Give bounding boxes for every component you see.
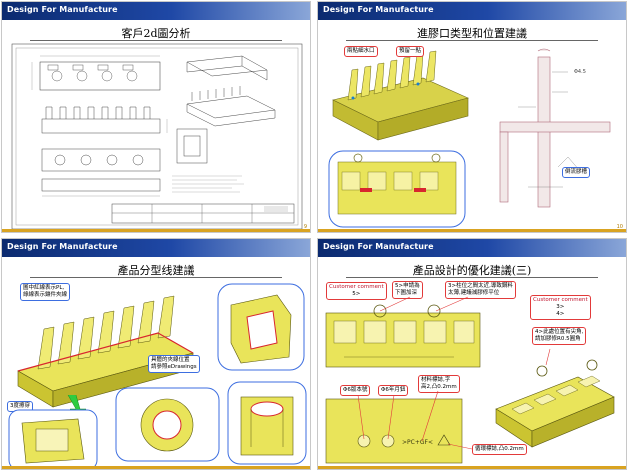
callout-customer-comment-2: Customer comment 3> 4> — [530, 295, 591, 320]
detail-view-square — [8, 409, 98, 469]
header-text: Design For Manufacture — [7, 5, 118, 14]
customer-comment-note: 3> 4> — [556, 303, 565, 317]
slide-title: 進膠口类型和位置建議 — [417, 27, 527, 40]
part-3d-view — [332, 50, 469, 141]
customer-comment-label: Customer comment — [329, 284, 384, 290]
callout-sharp-corner: 4>此處位置有尖角, 請加膠修R0.5圓角 — [532, 327, 587, 345]
part-marking-view: >PC+GF< — [325, 398, 463, 464]
callout-customer-comment-1: Customer comment 5> — [326, 282, 387, 300]
title-rule — [30, 40, 282, 41]
slide-2d-analysis: Design For Manufacture 客戶2d圖分析 — [1, 1, 311, 233]
callout-pl-legend: 圖中紅線表示PL, 綠線表示鑲件夾線 — [20, 283, 71, 301]
detail-view-cylinder — [227, 381, 307, 465]
callout-deepen: 5>申請為 下圖加深 — [392, 281, 423, 299]
slide-header: Design For Manufacture — [318, 2, 626, 20]
header-text: Design For Manufacture — [323, 5, 434, 14]
svg-text:>PC+GF<: >PC+GF< — [402, 439, 433, 446]
callout-date-wheel: Φ6年月鈕 — [378, 385, 409, 396]
footer-bar — [318, 466, 626, 469]
gate-location-view — [328, 150, 466, 228]
slide-header: Design For Manufacture — [2, 239, 310, 257]
footer-bar — [318, 229, 626, 232]
callout-leaders — [357, 296, 551, 450]
header-text: Design For Manufacture — [323, 242, 434, 251]
page-number: 10 — [616, 224, 623, 230]
title-rule — [30, 277, 282, 278]
callout-edrawings: 具體的夾線位置 請參照eDrawings — [148, 355, 200, 373]
page-number: 9 — [303, 224, 307, 230]
slide-gate-type: Design For Manufacture 進膠口类型和位置建議 兩點細水口 … — [317, 1, 627, 233]
detail-view-round — [115, 387, 220, 462]
slide-parting-line: Design For Manufacture 產品分型线建議 圖中紅線表示PL,… — [1, 238, 311, 470]
svg-text:Φ4.5: Φ4.5 — [574, 69, 586, 75]
slide-title: 客戶2d圖分析 — [121, 27, 191, 40]
engineering-drawing — [11, 43, 303, 230]
part-iso-view — [495, 359, 615, 448]
slide-title: 產品分型线建議 — [117, 264, 195, 277]
slide-header: Design For Manufacture — [318, 239, 626, 257]
detail-view-window — [217, 283, 305, 371]
callout-post-too-close: 3>柱位之間太近,導致鋼料 太薄,建議減膠修平位 — [445, 281, 516, 299]
runner-sketch: Φ4.5 — [499, 48, 611, 208]
callout-reserve-point: 預留一點 — [396, 46, 425, 57]
customer-comment-label: Customer comment — [533, 297, 588, 303]
slide-design-optimization: Design For Manufacture 產品設計的優化建議(三) >PC+… — [317, 238, 627, 470]
slide-title: 產品設計的優化建議(三) — [412, 264, 532, 277]
title-rule — [346, 40, 598, 41]
callout-version-number: Φ6版本號 — [340, 385, 371, 396]
callout-two-point-gate: 兩點細水口 — [344, 46, 378, 57]
customer-comment-note: 5> — [352, 290, 361, 297]
footer-bar — [2, 229, 310, 232]
header-text: Design For Manufacture — [7, 242, 118, 251]
callout-recycle-mark: 循環標誌,凸0.2mm — [472, 444, 527, 455]
callout-reverse-runner: 倒流膠槽 — [562, 167, 591, 178]
slide-header: Design For Manufacture — [2, 2, 310, 20]
part-plan-view — [325, 304, 481, 368]
footer-bar — [2, 466, 310, 469]
title-rule — [346, 277, 598, 278]
callout-material-mark: 材料標誌,字 高2,凸0.2mm — [418, 375, 460, 393]
